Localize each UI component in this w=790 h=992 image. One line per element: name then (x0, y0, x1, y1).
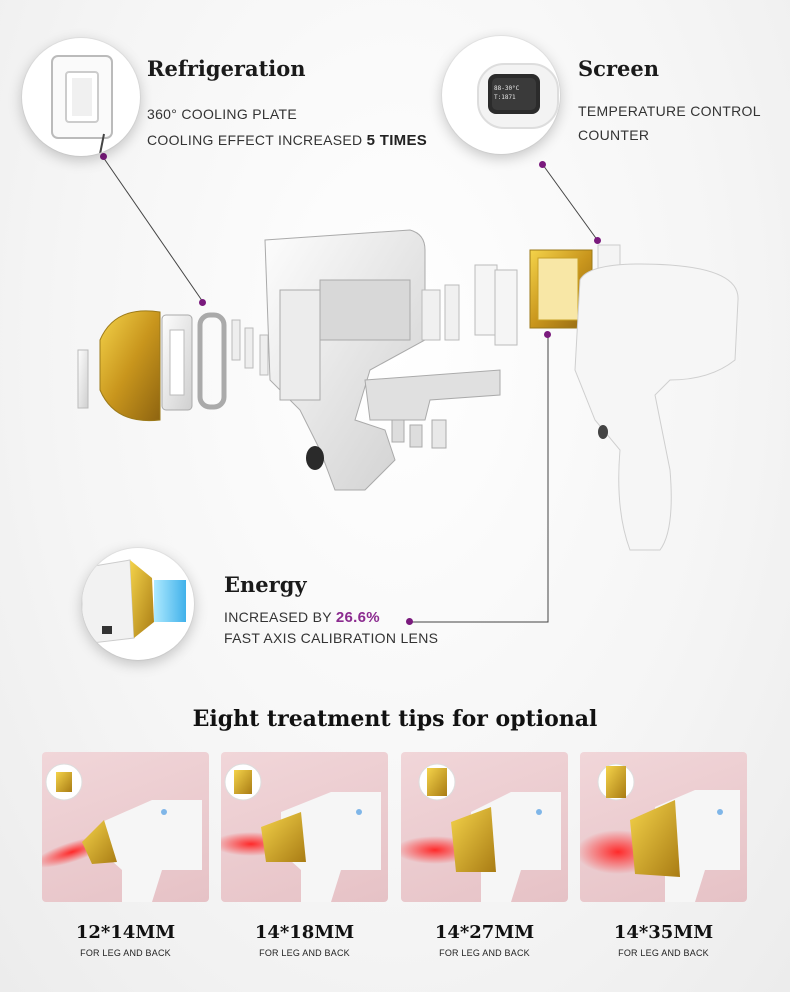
connector-dot (544, 331, 551, 338)
refrigeration-line2: COOLING EFFECT INCREASED 5 TIMES (147, 132, 427, 149)
energy-lens-image (82, 548, 194, 660)
screen-connector (542, 164, 599, 242)
tips-section-title: Eight treatment tips for optional (192, 706, 598, 732)
screen-line2: COUNTER (578, 127, 650, 143)
tip-card (401, 752, 568, 902)
energy-connector (410, 334, 549, 623)
connector-dot (199, 299, 206, 306)
screen-line1: TEMPERATURE CONTROL (578, 103, 761, 119)
energy-line1: INCREASED BY 26.6% (224, 609, 380, 626)
tip-card (42, 752, 209, 902)
refrigeration-title: Refrigeration (147, 56, 306, 81)
tip-use-label: FOR LEG AND BACK (439, 948, 530, 958)
refrigeration-line2-prefix: COOLING EFFECT INCREASED (147, 132, 363, 148)
connector-dot (539, 161, 546, 168)
tip-use-label: FOR LEG AND BACK (259, 948, 350, 958)
screen-display-line1: 88-30°C (494, 85, 520, 92)
energy-line2: FAST AXIS CALIBRATION LENS (224, 630, 439, 646)
screen-title: Screen (578, 56, 660, 81)
tip-size-label: 14*27MM (434, 922, 535, 943)
exploded-handpiece-illustration (77, 229, 739, 551)
tip-size-label: 14*35MM (613, 922, 714, 943)
tip-size-label: 12*14MM (75, 922, 176, 943)
tip-card (580, 752, 747, 902)
tip-size-label: 14*18MM (254, 922, 355, 943)
connector-dot (594, 237, 601, 244)
refrigeration-line1: 360° COOLING PLATE (147, 106, 298, 122)
screen-display-line2: T:1871 (494, 94, 516, 101)
connector-dot (406, 618, 413, 625)
connector-dot (100, 153, 107, 160)
tip-use-label: FOR LEG AND BACK (618, 948, 709, 958)
refrigeration-multiplier: 5 TIMES (366, 132, 428, 149)
screen-image: 88-30°C T:1871 (442, 36, 560, 154)
cooling-plate-image (22, 38, 140, 156)
tip-use-label: FOR LEG AND BACK (80, 948, 171, 958)
energy-line1-prefix: INCREASED BY (224, 609, 332, 625)
energy-title: Energy (224, 572, 307, 597)
refrigeration-connector (102, 156, 204, 303)
tip-card (221, 752, 388, 902)
energy-increase-value: 26.6% (335, 609, 380, 626)
